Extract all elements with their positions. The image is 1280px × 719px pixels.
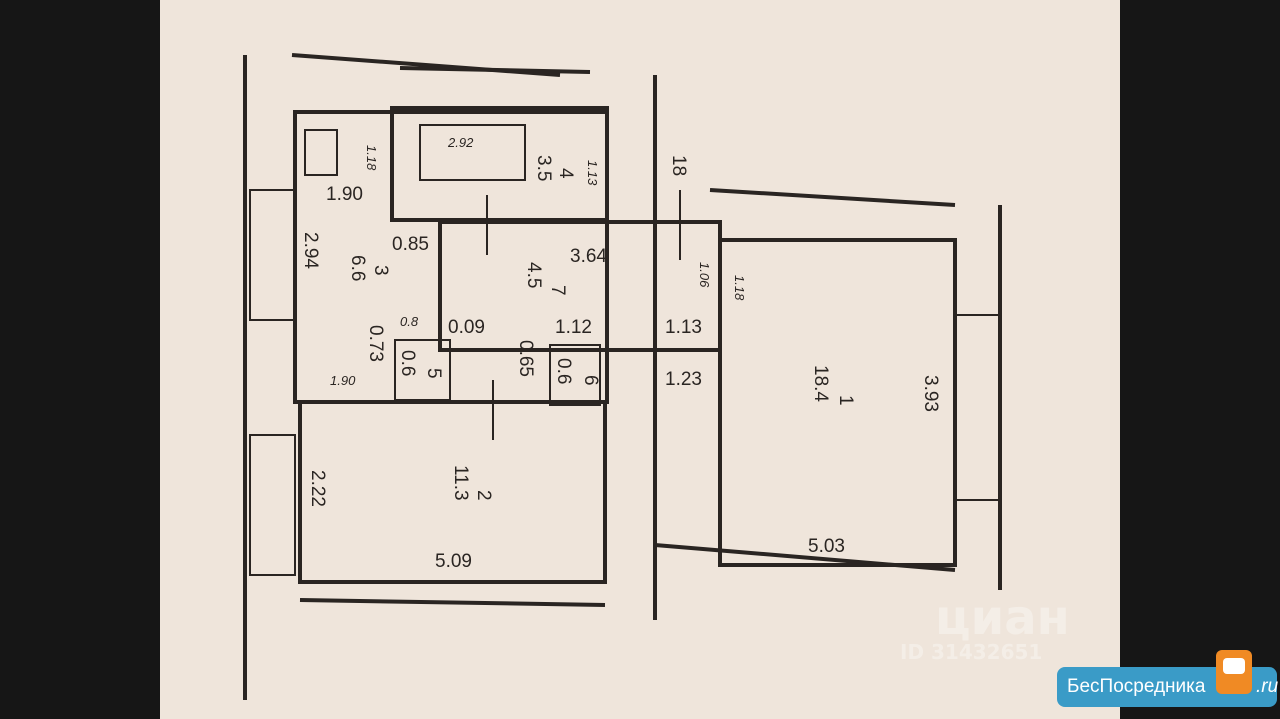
- watermark-brand: циан: [935, 590, 1070, 646]
- dim-label: 18: [668, 155, 689, 176]
- room-area: 0.6: [397, 350, 418, 376]
- dim-label: 1.06: [697, 262, 712, 288]
- logo-text: БесПосредника: [1067, 676, 1206, 697]
- dim-label: 5.09: [435, 551, 472, 572]
- dim-label: 0.09: [448, 317, 485, 338]
- dim-label: 0.8: [400, 314, 419, 329]
- room-number: 1: [835, 395, 856, 406]
- dim-label: 0.73: [365, 325, 386, 362]
- room-area: 11.3: [450, 465, 471, 501]
- dim-label: 2.92: [447, 135, 474, 150]
- dim-label: 1.13: [665, 317, 702, 338]
- room-area: 0.6: [553, 358, 574, 384]
- room-number: 4: [555, 168, 576, 179]
- dim-label: 1.90: [326, 184, 363, 205]
- logo-suffix: .ru: [1256, 676, 1279, 697]
- dim-label: 1.12: [555, 317, 592, 338]
- room-number: 7: [547, 285, 568, 296]
- room-number: 5: [423, 368, 444, 379]
- walls: [243, 53, 1002, 700]
- dim-label: 5.03: [808, 536, 845, 557]
- dimension-labels: 1.90 1.18 2.94 0.85 3.64 0.09 1.12 1.13 …: [300, 135, 941, 572]
- room-area: 6.6: [347, 255, 368, 281]
- dim-label: 1.13: [585, 160, 600, 186]
- dim-label: 0.65: [515, 340, 536, 377]
- room-number: 6: [580, 375, 601, 386]
- dim-label: 1.18: [364, 145, 379, 171]
- dim-label: 1.18: [732, 275, 747, 301]
- room-area: 18.4: [810, 365, 831, 402]
- dim-label: 3.64: [570, 246, 607, 267]
- room-labels: 18.4 1 11.3 2 6.6 3 3.5 4 0.6 5 0.6 6 4.…: [347, 155, 856, 501]
- room-number: 2: [473, 490, 494, 501]
- dim-label: 0.85: [392, 234, 429, 255]
- watermark-id: ID 31432651: [900, 640, 1043, 664]
- room-number: 3: [370, 265, 391, 276]
- dim-label: 1.90: [330, 373, 356, 388]
- mascot-icon: [1216, 650, 1252, 694]
- dim-label: 1.23: [665, 369, 702, 390]
- room-area: 3.5: [533, 155, 554, 181]
- dim-label: 3.93: [920, 375, 941, 412]
- dim-label: 2.22: [307, 470, 328, 507]
- room-area: 4.5: [523, 262, 544, 288]
- dim-label: 2.94: [300, 232, 321, 269]
